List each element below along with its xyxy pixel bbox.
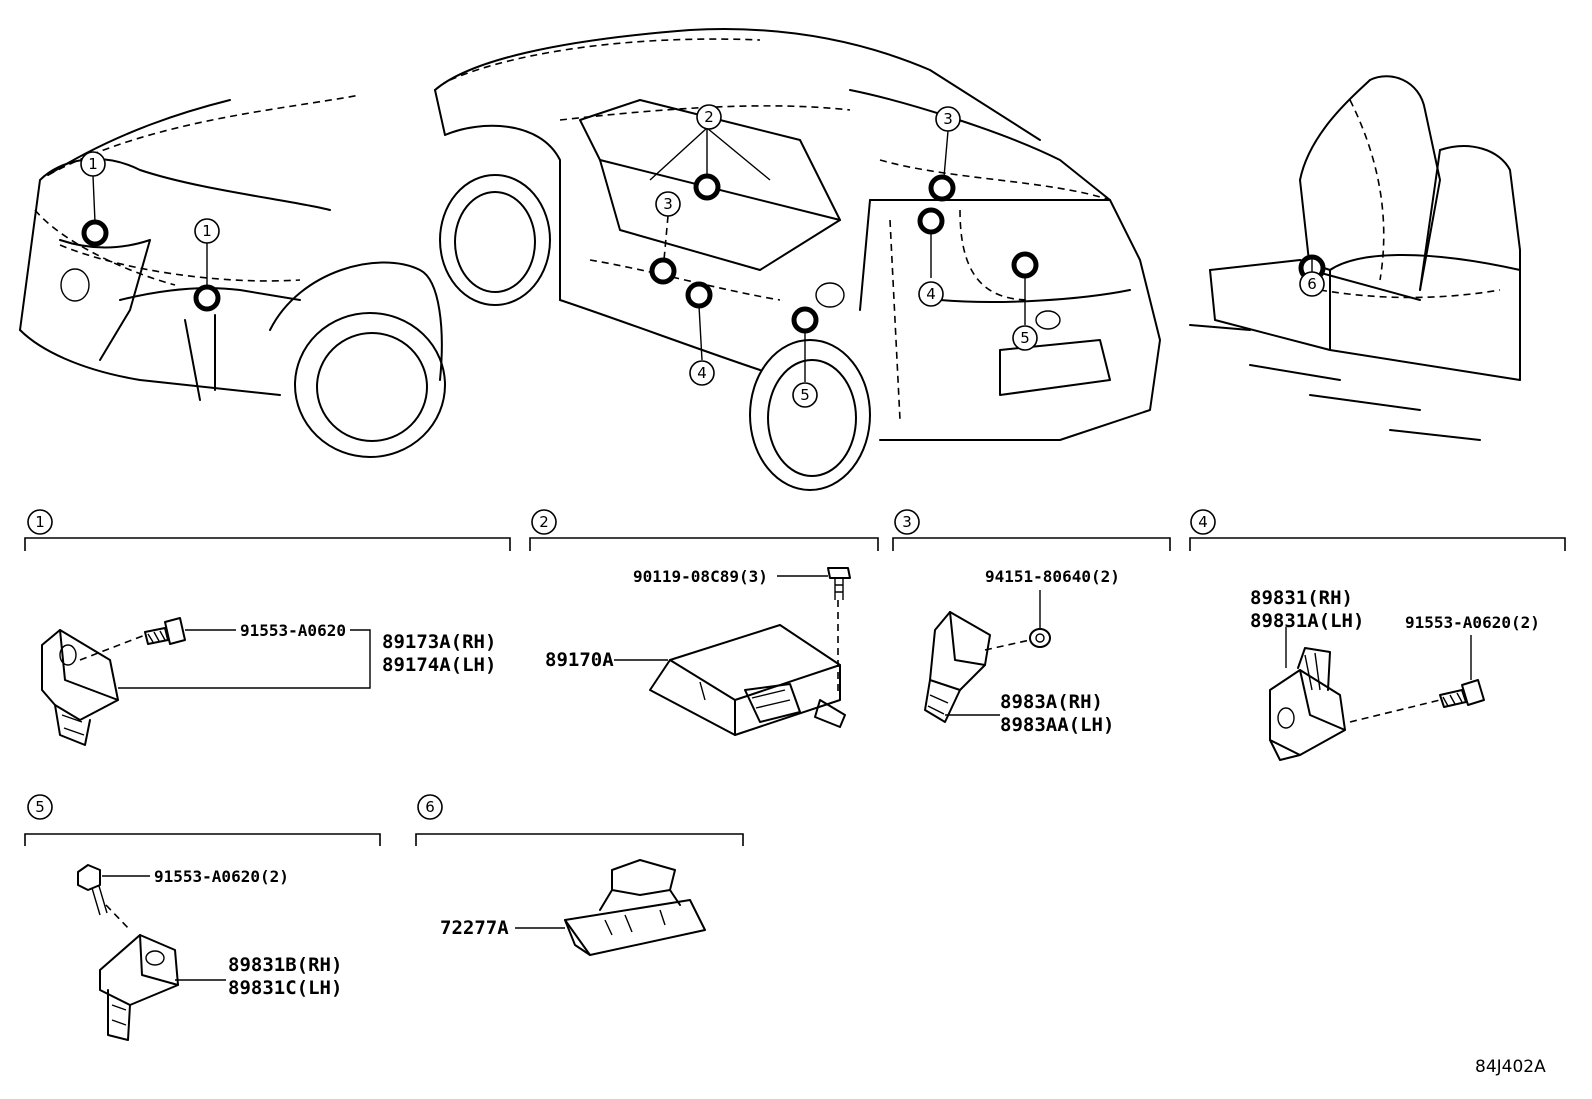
- vehicle-front-illustration: [19, 94, 446, 458]
- section-number: 1: [27, 509, 53, 535]
- illustration-callout-1: 1: [80, 151, 106, 177]
- bolt-drawing: [1439, 679, 1485, 708]
- illustration-callout-4: 4: [918, 281, 944, 307]
- part-number-rh: 89173A(RH): [382, 631, 496, 653]
- part-number-bolt: 91553-A0620: [240, 621, 346, 640]
- location-marker: [917, 207, 945, 235]
- illustration-callout-4: 4: [689, 360, 715, 386]
- svg-text:4: 4: [697, 364, 707, 382]
- svg-text:4: 4: [1198, 513, 1208, 531]
- part-number-rh: 89831B(RH): [228, 954, 342, 976]
- illustration-callout-3: 3: [655, 191, 681, 217]
- part-number-bolt: 91553-A0620(2): [154, 867, 289, 886]
- bolt-drawing: [144, 617, 186, 645]
- location-marker: [81, 219, 109, 247]
- section-number: 3: [894, 509, 920, 535]
- part-number-lh: 8983AA(LH): [1000, 714, 1114, 736]
- svg-text:5: 5: [800, 386, 810, 404]
- section-3: 3 94151-80640(2) 8983A(RH) 8983AA(LH): [892, 509, 1171, 736]
- section-number: 6: [417, 794, 443, 820]
- part-number-bolt: 91553-A0620(2): [1405, 613, 1540, 632]
- svg-text:2: 2: [704, 108, 714, 126]
- location-marker: [649, 257, 677, 285]
- svg-text:1: 1: [88, 155, 98, 173]
- illustration-callout-5: 5: [1012, 325, 1038, 351]
- nut-drawing: [1029, 628, 1051, 648]
- part-number-nut: 94151-80640(2): [985, 567, 1120, 586]
- bolt-drawing: [77, 864, 108, 916]
- location-marker: [685, 281, 713, 309]
- section-5: 5 91553-A0620(2) 89831B(RH) 89831C(LH): [24, 794, 381, 1041]
- illustration-callout-6: 6: [1299, 271, 1325, 297]
- part-number-bolt: 90119-08C89(3): [633, 567, 768, 586]
- seat-position-sensor-drawing: [564, 859, 706, 956]
- illustration-callout-2: 2: [696, 104, 722, 130]
- svg-text:5: 5: [35, 798, 45, 816]
- svg-text:3: 3: [663, 195, 673, 213]
- svg-text:1: 1: [35, 513, 45, 531]
- svg-text:5: 5: [1020, 329, 1030, 347]
- bolt-drawing: [827, 567, 851, 600]
- location-marker: [693, 173, 721, 201]
- section-1: 1 91553-A0620 89173A(RH) 89174A(LH): [24, 509, 511, 746]
- section-number: 4: [1190, 509, 1216, 535]
- svg-text:1: 1: [202, 222, 212, 240]
- svg-text:6: 6: [425, 798, 435, 816]
- rear-side-airbag-sensor-drawing: [1269, 647, 1346, 761]
- section-6: 6 72277A: [415, 794, 744, 956]
- section-4: 4 89831(RH) 89831A(LH) 91553-A0620(2): [1189, 509, 1566, 761]
- section-number: 5: [27, 794, 53, 820]
- part-number-lh: 89174A(LH): [382, 654, 496, 676]
- part-number-rh: 89831(RH): [1250, 587, 1353, 609]
- side-airbag-sensor-drawing: [924, 611, 991, 723]
- vehicle-rear-illustration: [434, 28, 1161, 491]
- illustration-callout-1: 1: [194, 218, 220, 244]
- svg-text:6: 6: [1307, 275, 1317, 293]
- location-marker: [791, 306, 819, 334]
- airbag-sensor-drawing: [99, 934, 179, 1041]
- part-number-rh: 8983A(RH): [1000, 691, 1103, 713]
- section-number: 2: [531, 509, 557, 535]
- svg-text:3: 3: [943, 110, 953, 128]
- svg-text:2: 2: [539, 513, 549, 531]
- part-number-lh: 89831A(LH): [1250, 610, 1364, 632]
- illustration-callout-5: 5: [792, 382, 818, 408]
- svg-text:4: 4: [926, 285, 936, 303]
- part-number-sensor: 72277A: [440, 917, 509, 939]
- part-number-module: 89170A: [545, 649, 614, 671]
- illustration-callout-3: 3: [935, 106, 961, 132]
- location-marker: [928, 174, 956, 202]
- section-2: 2 90119-08C89(3) 89170A: [529, 509, 879, 736]
- location-marker: [1011, 251, 1039, 279]
- front-airbag-sensor-drawing: [41, 629, 119, 746]
- seat-illustration: [1189, 75, 1521, 441]
- svg-text:3: 3: [902, 513, 912, 531]
- airbag-control-module-drawing: [649, 624, 846, 736]
- location-marker: [193, 284, 221, 312]
- part-number-lh: 89831C(LH): [228, 977, 342, 999]
- drawing-code: 84J402A: [1475, 1057, 1546, 1077]
